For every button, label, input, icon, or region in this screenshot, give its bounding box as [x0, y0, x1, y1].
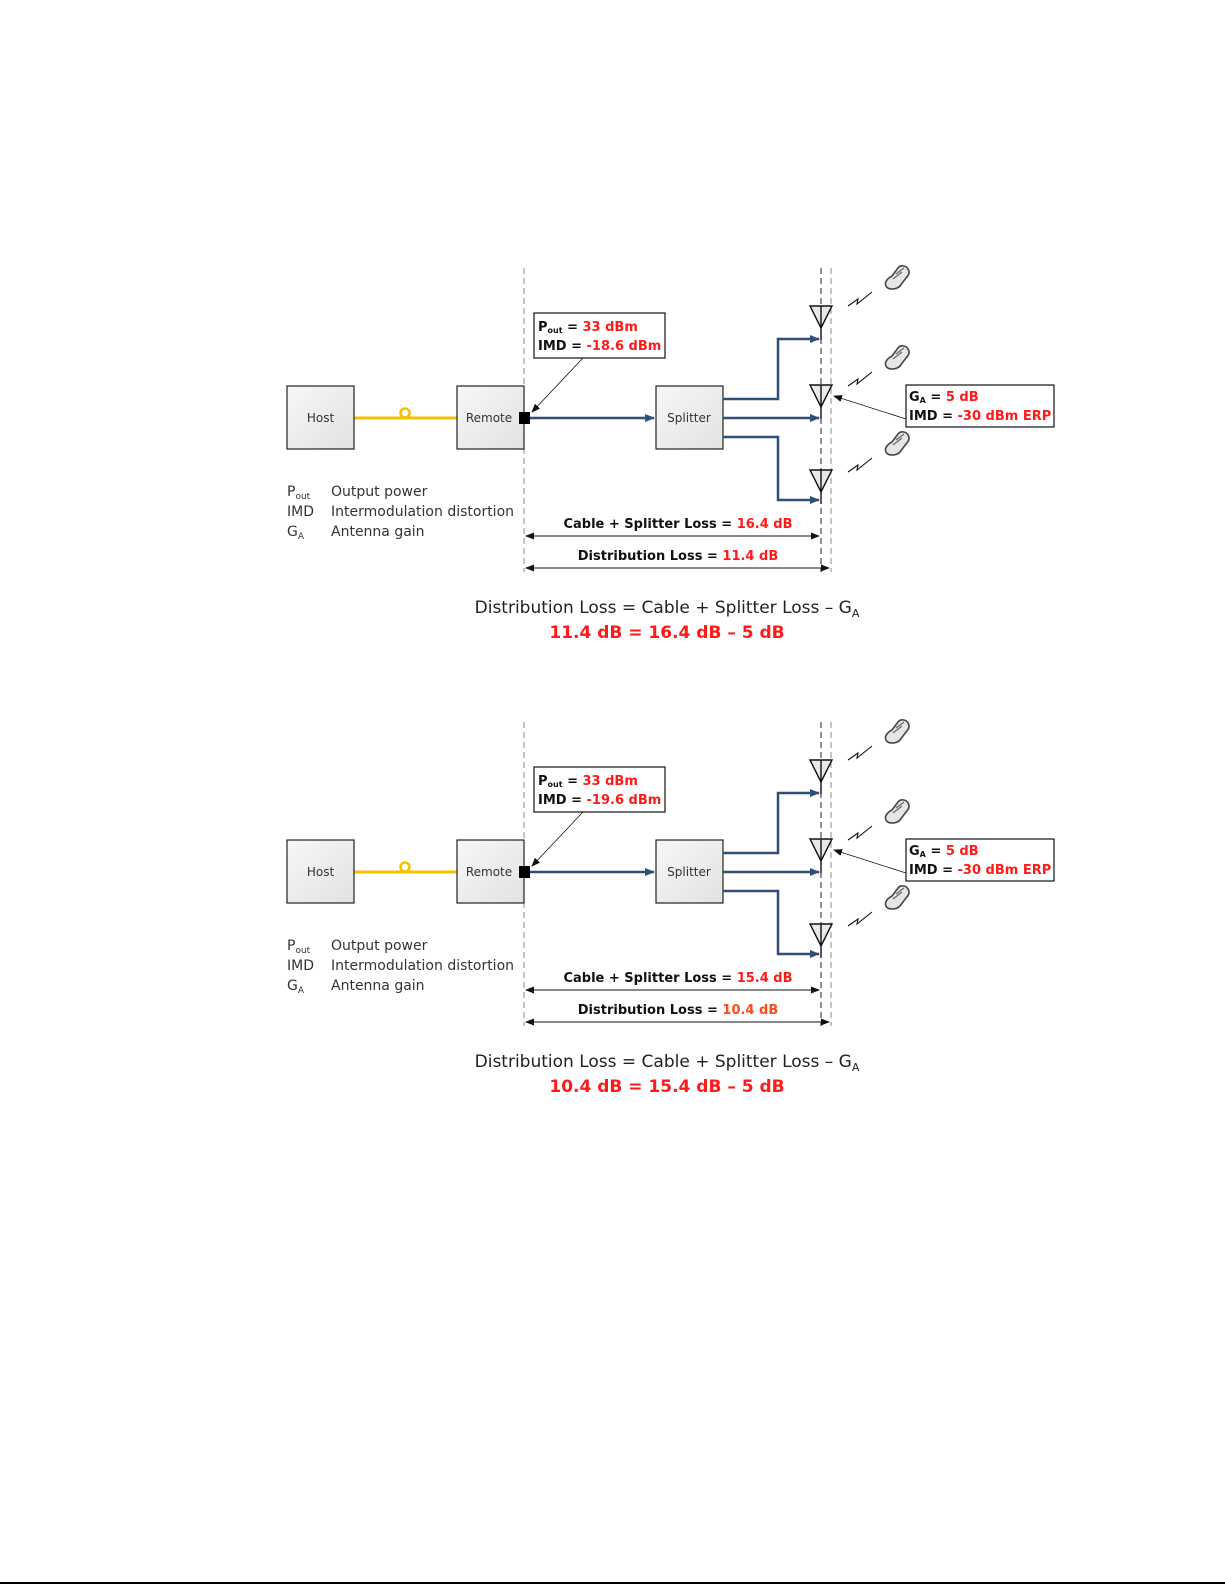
- remote-pout-line: Pout = 33 dBm: [538, 774, 638, 789]
- legend-symbol-imd: IMD: [287, 958, 314, 974]
- coax-to-antenna-1: [723, 335, 820, 401]
- diagram-1: Host Remote Splitter Pout = 33 dBm IMD =…: [286, 265, 1055, 643]
- antenna-imd-line: IMD = -30 dBm ERP: [909, 409, 1051, 424]
- wireless-signal-icon: [847, 291, 873, 307]
- remote-callout-box: [533, 312, 666, 359]
- legend-description-pout: Output power: [331, 938, 428, 954]
- remote-label: Remote: [466, 865, 512, 879]
- antenna-ga-line: GA = 5 dB: [909, 390, 979, 405]
- formula-text: Distribution Loss = Cable + Splitter Los…: [475, 598, 860, 620]
- remote-imd-line: IMD = -19.6 dBm: [538, 793, 661, 808]
- remote-pout-line: Pout = 33 dBm: [538, 320, 638, 335]
- coax-to-antenna-3: [723, 889, 820, 958]
- host-label: Host: [307, 411, 335, 425]
- splitter-label: Splitter: [667, 865, 711, 879]
- legend-description-ga: Antenna gain: [331, 524, 425, 540]
- fiber-connector-icon: [399, 407, 411, 419]
- remote-callout-pointer: [531, 357, 584, 413]
- legend-description-ga: Antenna gain: [331, 978, 425, 994]
- mobile-phone-icon: [884, 719, 910, 744]
- mobile-phone-icon: [884, 431, 910, 456]
- antenna-callout-box: [905, 838, 1055, 882]
- legend: Pout Output power IMD Intermodulation di…: [287, 938, 514, 996]
- antenna-icon: [809, 305, 833, 341]
- host-label: Host: [307, 865, 335, 879]
- remote-output-port: [519, 412, 530, 424]
- antenna-icon: [809, 838, 833, 874]
- splitter-label: Splitter: [667, 411, 711, 425]
- splitter-block: [655, 839, 724, 904]
- antenna-ga-line: GA = 5 dB: [909, 844, 979, 859]
- legend: Pout Output power IMD Intermodulation di…: [287, 484, 514, 542]
- cable-splitter-loss-label: Cable + Splitter Loss = 15.4 dB: [563, 971, 792, 986]
- wireless-signal-icon: [847, 457, 873, 473]
- mobile-phone-icon: [884, 799, 910, 824]
- mobile-phone-icon: [884, 885, 910, 910]
- coax-to-antenna-3: [723, 435, 820, 504]
- legend-symbol-pout: Pout: [287, 938, 311, 956]
- host-block: [286, 385, 355, 450]
- splitter-block: [655, 385, 724, 450]
- antenna-imd-line: IMD = -30 dBm ERP: [909, 863, 1051, 878]
- diagram-2: Host Remote Splitter Pout = 33 dBm IMD =…: [286, 719, 1055, 1097]
- formula-result: 11.4 dB = 16.4 dB – 5 dB: [549, 623, 784, 643]
- legend-description-pout: Output power: [331, 484, 428, 500]
- mobile-phone-icon: [884, 265, 910, 290]
- remote-block: [456, 839, 525, 904]
- wireless-signal-icon: [847, 745, 873, 761]
- distribution-loss-label: Distribution Loss = 10.4 dB: [578, 1003, 778, 1018]
- cable-splitter-loss-label: Cable + Splitter Loss = 16.4 dB: [563, 517, 792, 532]
- antenna-callout-pointer: [833, 395, 907, 420]
- formula-text: Distribution Loss = Cable + Splitter Los…: [475, 1052, 860, 1074]
- legend-symbol-pout: Pout: [287, 484, 311, 502]
- antenna-icon: [809, 384, 833, 420]
- remote-label: Remote: [466, 411, 512, 425]
- fiber-connector-icon: [399, 861, 411, 873]
- legend-description-imd: Intermodulation distortion: [331, 504, 514, 520]
- legend-symbol-imd: IMD: [287, 504, 314, 520]
- remote-output-port: [519, 866, 530, 878]
- mobile-phone-icon: [884, 345, 910, 370]
- wireless-signal-icon: [847, 911, 873, 927]
- host-block: [286, 839, 355, 904]
- distribution-loss-label: Distribution Loss = 11.4 dB: [578, 549, 778, 564]
- legend-symbol-ga: GA: [287, 978, 305, 996]
- remote-imd-line: IMD = -18.6 dBm: [538, 339, 661, 354]
- page-bottom-rule: [0, 1582, 1225, 1584]
- remote-callout-box: [533, 766, 666, 813]
- antenna-callout-box: [905, 384, 1055, 428]
- antenna-callout-pointer: [833, 849, 907, 874]
- formula-result: 10.4 dB = 15.4 dB – 5 dB: [549, 1077, 784, 1097]
- remote-block: [456, 385, 525, 450]
- legend-description-imd: Intermodulation distortion: [331, 958, 514, 974]
- wireless-signal-icon: [847, 371, 873, 387]
- remote-callout-pointer: [531, 811, 584, 867]
- antenna-icon: [809, 759, 833, 795]
- legend-symbol-ga: GA: [287, 524, 305, 542]
- coax-to-antenna-1: [723, 789, 820, 855]
- wireless-signal-icon: [847, 825, 873, 841]
